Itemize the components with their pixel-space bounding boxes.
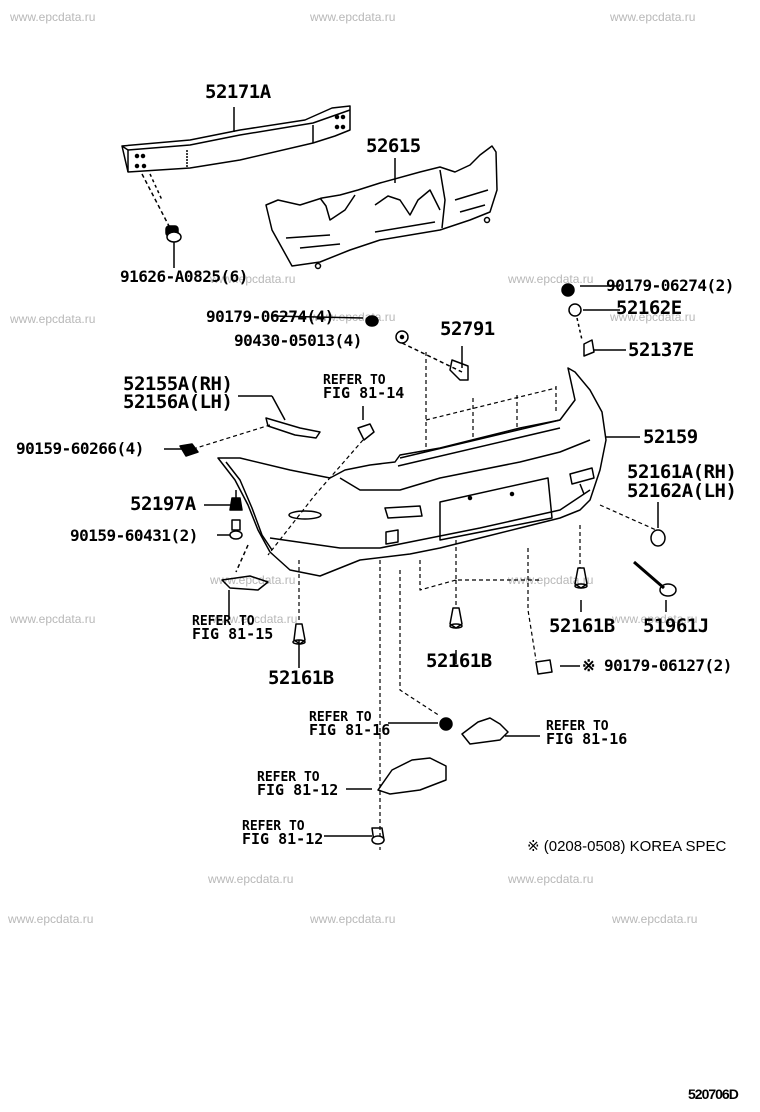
screw-left-drawing [179, 443, 199, 457]
part-label-52155A-rh[interactable]: 52155A(RH) [123, 373, 233, 395]
refer-fig-text: FIG 81-15 [192, 625, 274, 643]
refer-to-text: REFER TO [242, 819, 305, 834]
part-label-51961J[interactable]: 51961J [643, 615, 709, 637]
reflector-left-drawing [384, 505, 423, 519]
refer-fig-text: FIG 81-14 [323, 384, 405, 402]
part-label-52137E[interactable]: 52137E [628, 339, 694, 361]
energy-absorber-drawing [265, 145, 498, 270]
clip-52161B-drawing [292, 623, 306, 645]
screw-52197-drawing [231, 519, 241, 531]
nut-81-16-drawing [439, 717, 453, 731]
refer-to-text: REFER TO [546, 719, 609, 734]
watermark: www.epcdata.ru [508, 272, 594, 286]
part-label-52156A-lh[interactable]: 52156A(LH) [123, 391, 233, 413]
refer-fig-text: FIG 81-12 [257, 781, 339, 799]
part-label-52162E[interactable]: 52162E [616, 297, 682, 319]
backup-lamp-drawing [377, 757, 447, 795]
license-plate-recess [439, 477, 553, 541]
watermark: www.epcdata.ru [310, 912, 396, 926]
part-label-52161B[interactable]: 52161B [549, 615, 615, 637]
part-label-52161B[interactable]: 52161B [268, 667, 334, 689]
leader-line [271, 315, 364, 319]
refer-fig-81-12-upper[interactable]: REFER TO FIG 81-12 [257, 770, 339, 799]
part-label-91626-A0825[interactable]: 91626-A0825(6) [120, 267, 248, 286]
watermark: www.epcdata.ru [10, 612, 96, 626]
diagram-id: 520706D [688, 1086, 739, 1102]
retainer-right-drawing [568, 303, 582, 317]
nut-korea-drawing [535, 659, 553, 675]
refer-fig-81-16-right[interactable]: REFER TO FIG 81-16 [546, 719, 628, 748]
refer-fig-81-16-left[interactable]: REFER TO FIG 81-16 [309, 710, 391, 739]
part-label-52171A[interactable]: 52171A [205, 81, 271, 103]
watermark: www.epcdata.ru [508, 573, 594, 587]
refer-to-text: REFER TO [309, 710, 372, 725]
bracket-52137E-drawing [583, 339, 595, 357]
clip-52197A-drawing [229, 497, 243, 511]
clip-52791-drawing [449, 359, 469, 381]
refer-fig-81-12-lower[interactable]: REFER TO FIG 81-12 [242, 819, 324, 848]
part-label-52162A-lh[interactable]: 52162A(LH) [627, 480, 737, 502]
refer-fig-text: FIG 81-16 [309, 721, 391, 739]
nut-right-drawing [561, 283, 575, 297]
refer-81-14-screw-drawing [357, 423, 375, 441]
watermark: www.epcdata.ru [210, 573, 296, 587]
watermark: www.epcdata.ru [310, 10, 396, 24]
refer-fig-text: FIG 81-12 [242, 830, 324, 848]
part-label-52197A[interactable]: 52197A [130, 493, 196, 515]
side-support-drawing [265, 417, 321, 439]
towing-cap-drawing [633, 560, 665, 590]
nut-drawing [365, 315, 379, 327]
part-label-52161B[interactable]: 52161B [426, 650, 492, 672]
watermark: www.epcdata.ru [612, 912, 698, 926]
clip-52161B-drawing [449, 607, 463, 629]
watermark: www.epcdata.ru [212, 612, 298, 626]
watermark: www.epcdata.ru [610, 10, 696, 24]
part-label-90179-06274-2[interactable]: 90179-06274(2) [606, 276, 734, 295]
bumper-cover-drawing [217, 367, 607, 577]
part-label-90179-06127[interactable]: ※ 90179-06127(2) [582, 656, 732, 675]
side-marker-drawing [221, 575, 269, 591]
watermark: www.epcdata.ru [612, 612, 698, 626]
watermark: www.epcdata.ru [208, 872, 294, 886]
watermark: www.epcdata.ru [210, 272, 296, 286]
watermark: www.epcdata.ru [10, 312, 96, 326]
refer-to-text: REFER TO [257, 770, 320, 785]
leader-line [271, 395, 286, 421]
part-label-52161A-rh[interactable]: 52161A(RH) [627, 461, 737, 483]
clip-52161B-drawing [574, 567, 588, 589]
refer-fig-81-15[interactable]: REFER TO FIG 81-15 [192, 614, 274, 643]
refer-fig-text: FIG 81-16 [546, 730, 628, 748]
refer-to-text: REFER TO [323, 373, 386, 388]
watermark: www.epcdata.ru [8, 912, 94, 926]
part-label-52159[interactable]: 52159 [643, 426, 698, 448]
retainer-rh-drawing [650, 529, 666, 547]
part-label-90159-60266[interactable]: 90159-60266(4) [16, 439, 144, 458]
watermark: www.epcdata.ru [610, 310, 696, 324]
refer-fig-81-14[interactable]: REFER TO FIG 81-14 [323, 373, 405, 402]
license-lamp-drawing [461, 717, 509, 745]
refer-to-text: REFER TO [192, 614, 255, 629]
watermark: www.epcdata.ru [508, 872, 594, 886]
bolt-drawing [141, 173, 182, 268]
footnote-korea-spec: ※ (0208-0508) KOREA SPEC [527, 838, 727, 855]
part-label-90159-60431[interactable]: 90159-60431(2) [70, 526, 198, 545]
part-label-90430-05013[interactable]: 90430-05013(4) [234, 331, 362, 350]
reflector-right-drawing [569, 467, 595, 485]
part-label-52791[interactable]: 52791 [440, 318, 495, 340]
part-label-52615[interactable]: 52615 [366, 135, 421, 157]
bumper-reinforcement-drawing [121, 105, 351, 173]
watermark: www.epcdata.ru [10, 10, 96, 24]
part-label-90179-06274-4[interactable]: 90179-06274(4) [206, 307, 334, 326]
